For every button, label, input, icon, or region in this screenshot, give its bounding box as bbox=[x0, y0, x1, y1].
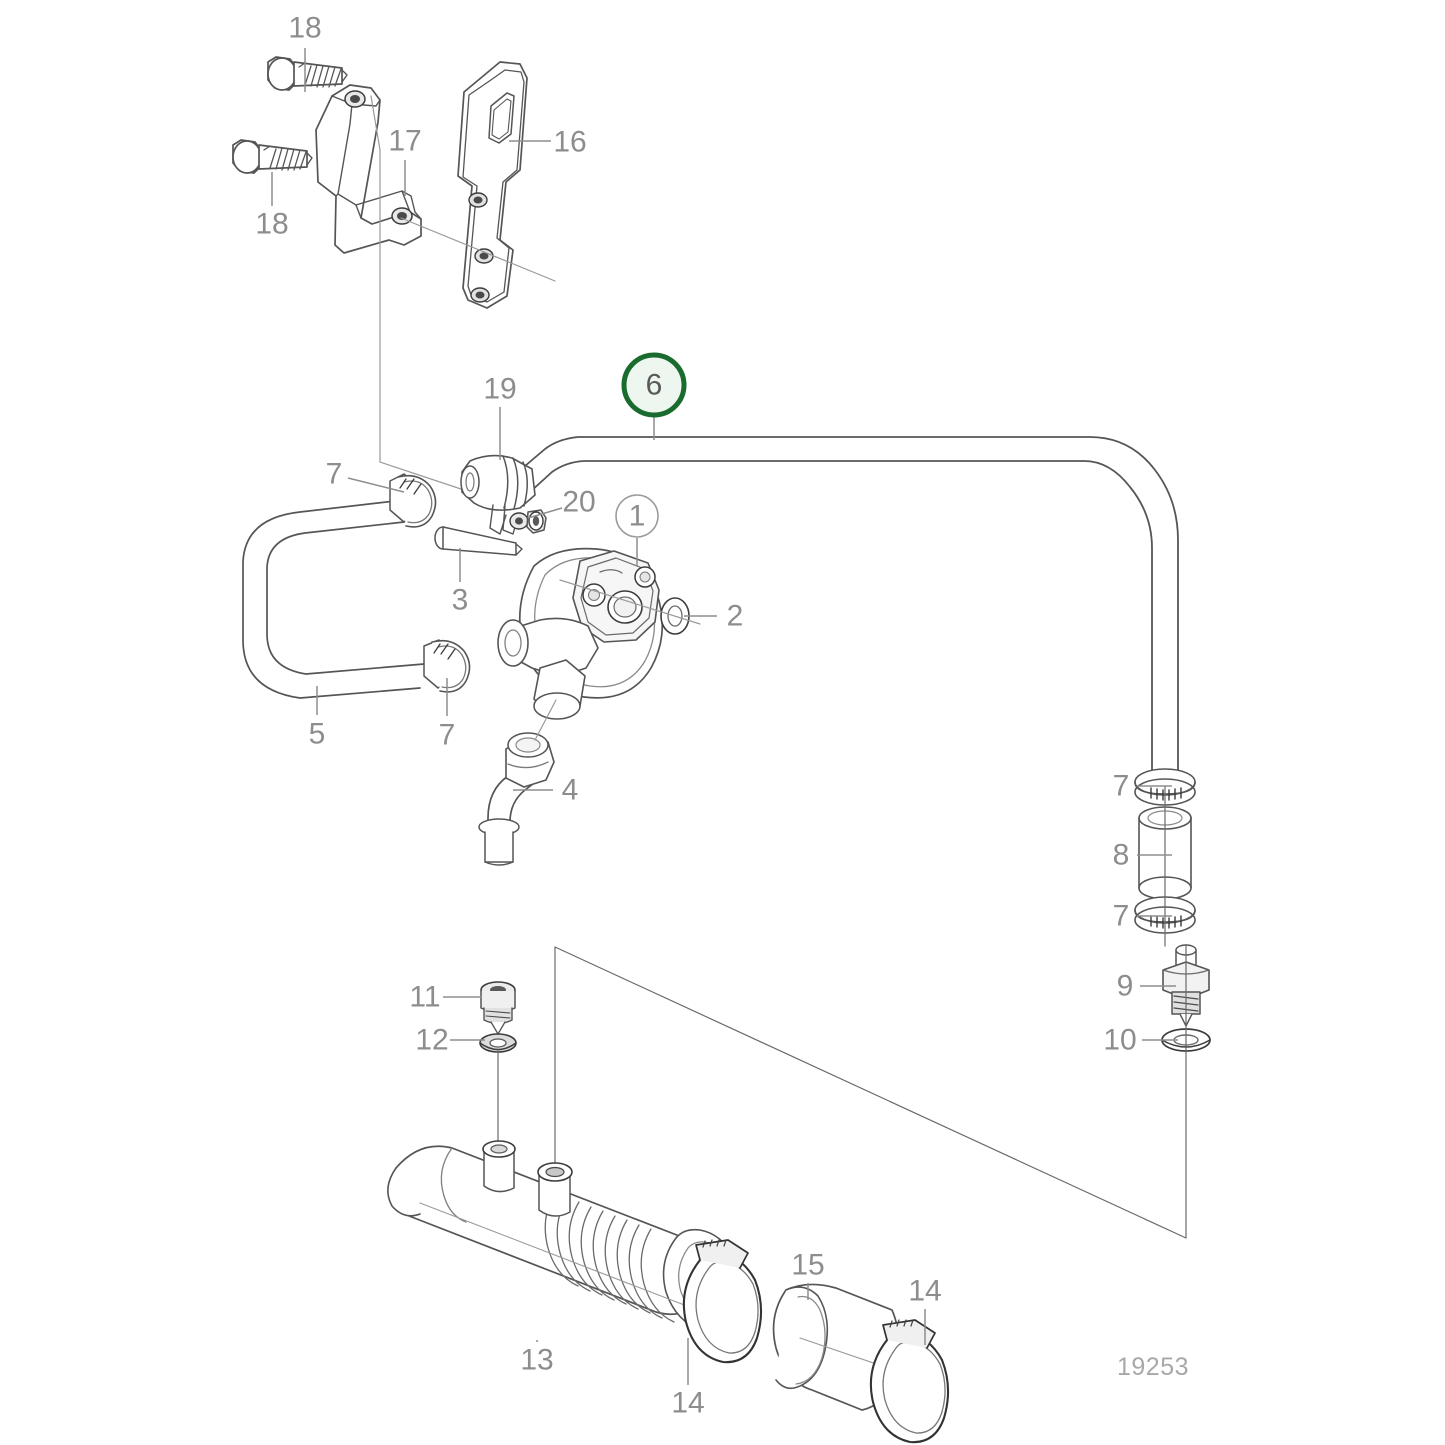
callout-15[interactable]: 15 bbox=[791, 1249, 825, 1301]
callout-2[interactable]: 2 bbox=[684, 600, 743, 633]
callout-18-lower[interactable]: 18 bbox=[255, 172, 289, 241]
callout-number: 13 bbox=[520, 1344, 553, 1377]
callout-14-left[interactable]: 14 bbox=[671, 1338, 705, 1420]
callout-number: 10 bbox=[1103, 1024, 1136, 1057]
callout-number: 19 bbox=[483, 373, 516, 406]
callout-number: 7 bbox=[1113, 770, 1130, 803]
part-18-hex-flange-bolt-upper bbox=[267, 56, 348, 91]
part-15-rubber-connecting-sleeve bbox=[772, 1283, 901, 1411]
callout-19[interactable]: 19 bbox=[483, 373, 517, 461]
part-18-hex-flange-bolt-lower bbox=[232, 139, 313, 174]
part-7-hose-clamp-lower-left bbox=[423, 639, 471, 693]
callout-number: 1 bbox=[629, 500, 646, 533]
callout-number: 4 bbox=[562, 774, 579, 807]
callout-number: 6 bbox=[646, 369, 663, 402]
callout-16[interactable]: 16 bbox=[509, 126, 587, 159]
part-1-thermostat-housing bbox=[497, 547, 664, 720]
callout-12[interactable]: 12 bbox=[415, 1024, 485, 1057]
callout-18-top[interactable]: 18 bbox=[288, 12, 322, 93]
assembly-reference-line-oring bbox=[559, 579, 701, 625]
leader-line bbox=[347, 477, 405, 493]
callout-number: 20 bbox=[562, 486, 595, 519]
callout-7-right-a[interactable]: 7 bbox=[1113, 770, 1172, 803]
callout-ring bbox=[615, 494, 659, 538]
callout-number: 15 bbox=[791, 1249, 824, 1282]
assembly-reference-line-bracket bbox=[400, 217, 556, 282]
callout-13[interactable]: 13 bbox=[520, 1340, 554, 1377]
callout-3[interactable]: 3 bbox=[452, 548, 469, 617]
callout-5[interactable]: 5 bbox=[309, 686, 326, 751]
callout-8[interactable]: 8 bbox=[1113, 839, 1172, 872]
callout-14-right[interactable]: 14 bbox=[908, 1275, 942, 1346]
callout-number: 2 bbox=[727, 600, 744, 633]
callout-number: 14 bbox=[908, 1275, 941, 1308]
part-5-bypass-hose-loop bbox=[242, 499, 425, 699]
callout-4[interactable]: 4 bbox=[513, 774, 578, 807]
callout-number: 9 bbox=[1117, 970, 1134, 1003]
part-17-support-bracket bbox=[315, 84, 422, 254]
callout-number: 12 bbox=[415, 1024, 448, 1057]
highlight-ring bbox=[621, 352, 687, 418]
callout-number: 16 bbox=[553, 126, 586, 159]
callout-10[interactable]: 10 bbox=[1103, 1024, 1178, 1057]
callout-number: 18 bbox=[255, 208, 288, 241]
part-4-elbow-connector-pipe bbox=[478, 732, 555, 866]
callout-number: 11 bbox=[409, 981, 440, 1014]
callout-7-lower[interactable]: 7 bbox=[439, 678, 456, 752]
assembly-reference-line-elbow bbox=[534, 699, 557, 741]
diagram-id-label: 19253 bbox=[1117, 1353, 1190, 1381]
callout-number: 8 bbox=[1113, 839, 1130, 872]
assembly-reference-line-bracket-vertical bbox=[370, 95, 471, 493]
part-7-hose-clamp-upper-left bbox=[389, 473, 437, 528]
callout-number: 18 bbox=[288, 12, 321, 45]
callout-number: 7 bbox=[439, 719, 456, 752]
callout-number: 7 bbox=[1113, 900, 1130, 933]
callout-20[interactable]: 20 bbox=[527, 486, 596, 519]
part-6-long-coolant-hose bbox=[524, 436, 1179, 787]
callout-number: 7 bbox=[326, 458, 343, 491]
callout-7-right-b[interactable]: 7 bbox=[1113, 900, 1172, 933]
callout-number: 3 bbox=[452, 584, 469, 617]
part-3-bolt-screw bbox=[434, 526, 523, 556]
callout-17[interactable]: 17 bbox=[388, 125, 422, 197]
part-16-mounting-plate-bracket bbox=[457, 61, 528, 309]
assembly-reference-line-long bbox=[554, 946, 1187, 1239]
callout-number: 14 bbox=[671, 1387, 704, 1420]
callout-11[interactable]: 11 bbox=[409, 981, 482, 1014]
leader-line bbox=[527, 507, 563, 519]
callout-9[interactable]: 9 bbox=[1117, 970, 1176, 1003]
callout-7-upper[interactable]: 7 bbox=[326, 458, 405, 493]
callout-6[interactable]: 6 bbox=[621, 352, 687, 440]
part-14-worm-drive-clamp-right bbox=[869, 1319, 950, 1444]
callout-1[interactable]: 1 bbox=[615, 494, 659, 566]
part-14-worm-drive-clamp-left bbox=[682, 1239, 763, 1364]
callout-number: 17 bbox=[388, 125, 421, 158]
part-11-drain-plug-screw bbox=[480, 981, 516, 1035]
callout-number: 5 bbox=[309, 718, 326, 751]
assembly-axis-right-stack bbox=[1164, 785, 1187, 1047]
